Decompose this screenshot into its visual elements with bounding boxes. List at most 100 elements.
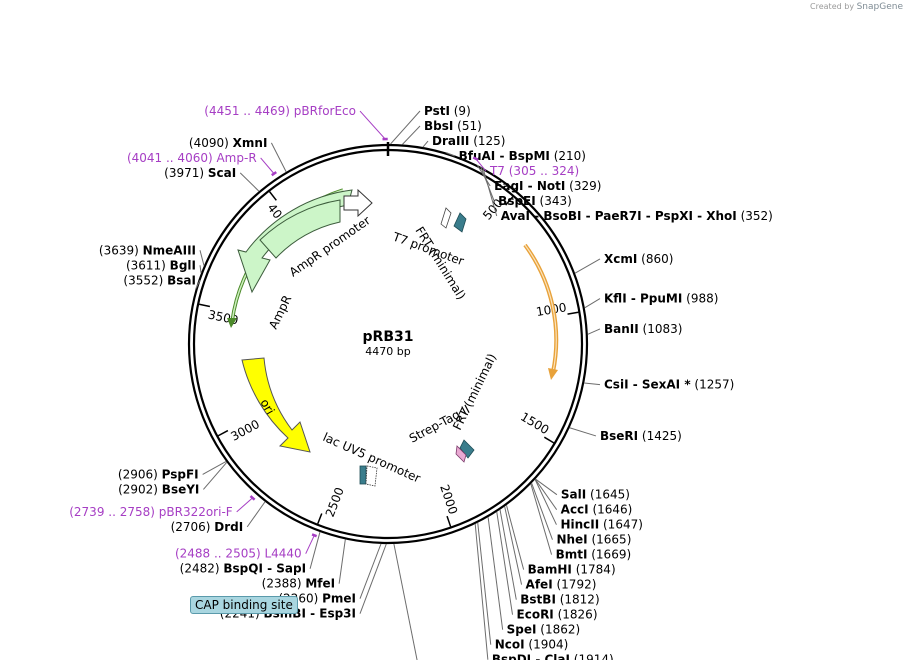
site-position: (3971) — [164, 166, 208, 180]
enzyme-name: KflI - PpuMI — [604, 292, 682, 306]
site-leader-line — [477, 522, 492, 645]
site-leader-line — [199, 265, 202, 273]
site-label[interactable]: BstBI (1812) — [520, 593, 599, 607]
site-label[interactable]: BanII (1083) — [604, 322, 682, 336]
site-label[interactable]: DraIII (125) — [432, 134, 505, 148]
site-label[interactable]: BmtI (1669) — [556, 548, 632, 562]
primer-name: pBR322ori-F — [159, 505, 233, 519]
site-leader-line — [338, 539, 346, 584]
site-position: (4090) — [189, 136, 233, 150]
site-position: (352) — [737, 209, 773, 223]
primer-range: (4041 .. 4060) — [127, 151, 217, 165]
site-label[interactable]: EcoRI (1826) — [517, 608, 598, 622]
primer-mark — [271, 171, 277, 177]
site-leader-line — [482, 167, 498, 217]
site-label[interactable]: AccI (1646) — [561, 503, 633, 517]
primer-leader-line — [305, 535, 315, 554]
enzyme-name: DrdI — [214, 520, 243, 534]
site-label[interactable]: (3552) BsaI — [123, 273, 196, 287]
site-label[interactable]: NheI (1665) — [556, 533, 631, 547]
snapgene-brand: Created by SnapGene — [810, 2, 903, 12]
site-position: (1792) — [553, 578, 597, 592]
site-label[interactable]: BbsI (51) — [424, 119, 482, 133]
enzyme-name: BseYI — [162, 482, 200, 496]
site-label[interactable]: SpeI (1862) — [507, 623, 581, 637]
site-label[interactable]: (2388) MfeI — [262, 577, 335, 591]
site-label[interactable]: BfuAI - BspMI (210) — [459, 149, 586, 163]
primer-name: T7 — [489, 164, 505, 178]
tick-mark — [505, 196, 514, 206]
site-leader-line — [195, 280, 201, 289]
site-label[interactable]: PstI (9) — [424, 104, 471, 118]
enzyme-name: BseRI — [600, 429, 638, 443]
features — [227, 188, 559, 487]
site-label[interactable]: (2902) BseYI — [118, 482, 199, 496]
site-label[interactable]: BspEI (343) — [498, 194, 572, 208]
site-label[interactable]: (2906) PspFI — [118, 467, 199, 481]
tick-label: 3000 — [228, 417, 262, 444]
tick-label: 1500 — [518, 410, 551, 438]
primer-label[interactable]: T7 (305 .. 324) — [489, 164, 579, 178]
enzyme-name: BmtI — [556, 548, 588, 562]
site-leader-line — [569, 427, 597, 437]
primer-mark — [472, 156, 479, 162]
site-leader-line — [270, 142, 287, 173]
site-leader-line — [584, 382, 601, 386]
site-label[interactable]: SalI (1645) — [561, 488, 630, 502]
site-label[interactable]: (3971) ScaI — [164, 166, 236, 180]
enzyme-name: PspFI — [162, 467, 199, 481]
primer-label[interactable]: (2739 .. 2758) pBR322ori-F — [69, 505, 233, 519]
site-label[interactable]: (3611) BglI — [126, 258, 196, 272]
primer-mark — [249, 495, 256, 501]
site-label[interactable]: (2706) DrdI — [171, 520, 244, 534]
site-label[interactable]: BamHI (1784) — [528, 563, 616, 577]
enzyme-name: SpeI — [507, 623, 537, 637]
site-label[interactable]: (2482) BspQI - SapI — [180, 562, 306, 576]
site-label[interactable]: AvaI - BsoBI - PaeR7I - PspXI - XhoI (35… — [501, 209, 773, 223]
enzyme-name: NheI — [556, 533, 587, 547]
site-label[interactable]: (4090) XmnI — [189, 136, 267, 150]
site-label[interactable]: CsiI - SexAI * (1257) — [604, 378, 734, 392]
site-position: (1083) — [639, 322, 683, 336]
site-leader-lines — [195, 110, 601, 660]
enzyme-name: AvaI - BsoBI - PaeR7I - PspXI - XhoI — [501, 209, 737, 223]
feature-label-ampr: AmpR — [266, 293, 294, 331]
site-position: (3611) — [126, 258, 170, 272]
primer-label[interactable]: (4451 .. 4469) pBRforEco — [204, 104, 356, 118]
site-label[interactable]: BspDI - ClaI (1914) — [492, 653, 614, 660]
site-label[interactable]: EagI - NotI (329) — [494, 179, 601, 193]
primer-leader-line — [260, 157, 275, 174]
site-position: (1914) — [570, 653, 614, 660]
feature-label-ori: ori — [257, 397, 277, 418]
site-position: (9) — [450, 104, 471, 118]
site-position: (329) — [565, 179, 601, 193]
site-position: (51) — [453, 119, 481, 133]
site-label[interactable]: HincII (1647) — [560, 518, 642, 532]
site-position: (1826) — [554, 608, 598, 622]
site-leader-line — [203, 462, 228, 490]
site-leader-line — [422, 140, 429, 148]
enzyme-name: BspQI - SapI — [223, 562, 306, 576]
site-position: (1645) — [586, 488, 630, 502]
primer-label[interactable]: (2488 .. 2505) L4440 — [175, 547, 302, 561]
site-leader-line — [496, 511, 514, 615]
site-position: (210) — [550, 149, 586, 163]
tick-mark — [217, 429, 229, 437]
site-label[interactable]: KflI - PpuMI (988) — [604, 292, 718, 306]
enzyme-name: PmeI — [322, 592, 356, 606]
site-label[interactable]: BseRI (1425) — [600, 429, 682, 443]
site-label[interactable]: XcmI (860) — [604, 252, 673, 266]
site-leader-line — [393, 543, 418, 660]
site-label[interactable]: (3639) NmeAIII — [99, 243, 196, 257]
site-label[interactable]: NcoI (1904) — [495, 638, 569, 652]
site-position: (1665) — [588, 533, 632, 547]
site-leader-line — [531, 482, 553, 540]
site-position: (1904) — [525, 638, 569, 652]
site-leader-line — [359, 543, 387, 614]
site-leader-line — [534, 478, 558, 510]
site-leader-line — [505, 505, 525, 570]
feature-label-frt-bottom: FRT (minimal) — [450, 351, 499, 432]
enzyme-name: BanII — [604, 322, 639, 336]
site-label[interactable]: AfeI (1792) — [526, 578, 597, 592]
primer-label[interactable]: (4041 .. 4060) Amp-R — [127, 151, 257, 165]
